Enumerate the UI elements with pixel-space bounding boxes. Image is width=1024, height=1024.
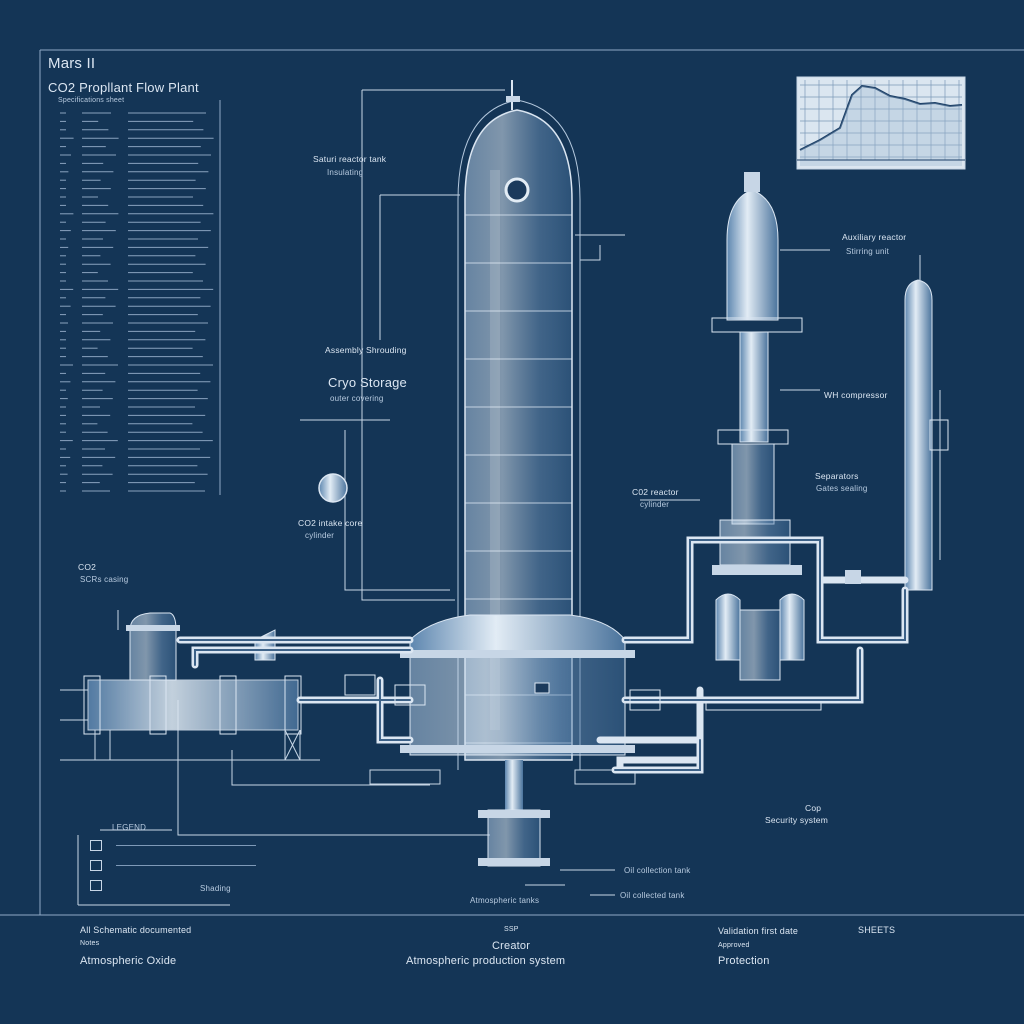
header-spec-caption: Specifications sheet	[58, 97, 125, 104]
label-oil-tank-2: Oil collected tank	[620, 891, 685, 900]
label-auxiliary-reactor: Auxiliary reactor	[842, 232, 907, 242]
footer-right-title: Validation first date	[718, 926, 799, 936]
label-wh-compressor: WH compressor	[824, 390, 888, 400]
label-separators: Separators	[815, 471, 859, 481]
label-oil-tank: Oil collection tank	[624, 866, 691, 875]
legend-row	[90, 880, 250, 894]
label-co2-reactor-sub: cylinder	[640, 500, 670, 509]
auxiliary-reactor	[705, 172, 822, 711]
sheet-frame	[0, 49, 1024, 916]
label-co2-left: CO2	[78, 562, 97, 572]
footer-center-title: Creator	[492, 940, 531, 952]
legend-swatch	[90, 860, 102, 871]
separator-column	[904, 255, 949, 591]
footer-left-title: All Schematic documented	[80, 925, 192, 935]
footer-center-small: SSP	[504, 926, 519, 933]
label-security-system: Security system	[765, 815, 828, 825]
label-co2-left-sub: SCRs casing	[80, 575, 129, 584]
spec-table	[60, 100, 221, 495]
footer-sheet-number: SHEETS	[858, 925, 896, 935]
label-separators-sub: Gates sealing	[816, 484, 868, 493]
pipe-network	[176, 473, 909, 774]
label-reactor-tank-sub: Insulating	[327, 168, 364, 177]
main-reactor-tank	[457, 80, 581, 770]
label-reactor-tank: Saturi reactor tank	[313, 154, 387, 164]
co2-intake-unit	[60, 612, 320, 761]
label-co2-intake: CO2 intake core	[298, 518, 363, 528]
label-atmospheric-tanks: Atmospheric tanks	[470, 896, 540, 905]
trend-chart	[796, 76, 966, 170]
footer-center-bold: Atmospheric production system	[406, 955, 566, 967]
footer-right-sub: Approved	[718, 942, 750, 949]
label-cryo-sub: outer covering	[330, 394, 384, 403]
legend-item: Shading	[200, 884, 231, 893]
label-co2-reactor: C02 reactor	[632, 487, 679, 497]
header-subtitle: CO2 Propllant Flow Plant	[48, 80, 199, 95]
label-cop: Cop	[805, 803, 822, 813]
header-title: Mars II	[48, 55, 96, 72]
footer-left-bold: Atmospheric Oxide	[80, 955, 177, 967]
legend-swatch	[90, 840, 102, 851]
legend-row	[90, 860, 256, 874]
legend	[77, 835, 230, 906]
main-tank-base	[369, 614, 636, 867]
label-co2-intake-sub: cylinder	[305, 531, 335, 540]
label-cryo-storage: Cryo Storage	[328, 375, 407, 390]
label-assembly: Assembly Shrouding	[325, 345, 407, 355]
legend-row	[90, 840, 256, 854]
footer-right-bold: Protection	[718, 955, 770, 967]
legend-title: LEGEND	[112, 823, 147, 832]
legend-swatch	[90, 880, 102, 891]
footer-left-sub: Notes	[80, 940, 100, 947]
label-auxiliary-reactor-sub: Stirring unit	[846, 247, 890, 256]
